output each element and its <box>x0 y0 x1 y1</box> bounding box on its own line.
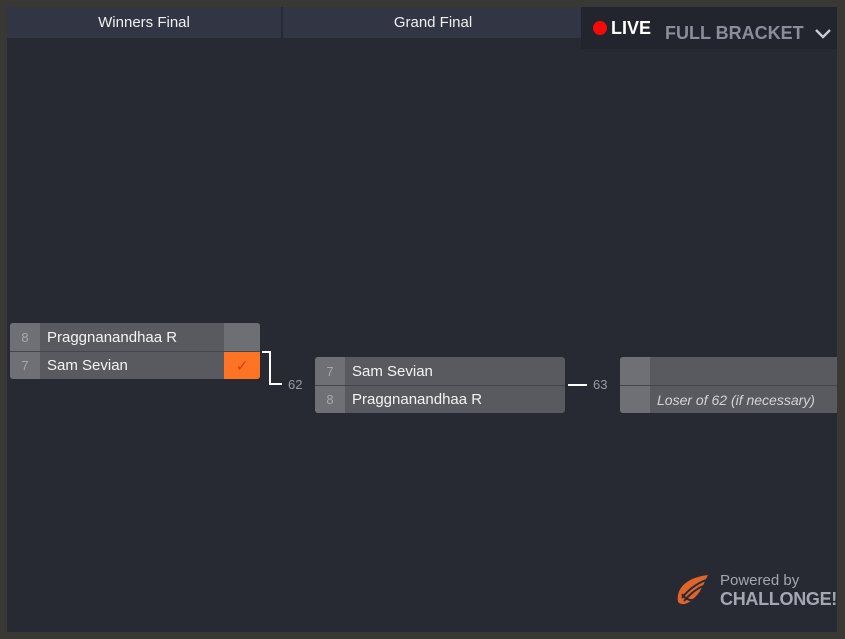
player-name-placeholder: Loser of 62 (if necessary) <box>657 391 815 408</box>
connector-line <box>568 384 587 386</box>
chevron-down-icon[interactable] <box>814 27 832 39</box>
player-name: Praggnanandhaa R <box>352 391 483 408</box>
match-player-row[interactable]: Loser of 62 (if necessary) <box>620 385 837 413</box>
connector-line <box>269 351 271 385</box>
match-player-row[interactable]: 7 Sam Sevian ✓ <box>10 351 260 379</box>
player-seed: 7 <box>10 352 40 379</box>
player-name: Sam Sevian <box>47 357 128 374</box>
round-header-winners-final: Winners Final <box>7 7 281 38</box>
match-player-row[interactable]: 8 Praggnanandhaa R <box>315 385 565 413</box>
match-63[interactable]: 7 Sam Sevian 8 Praggnanandhaa R <box>315 357 565 413</box>
bracket-container: Winners Final Grand Final LIVE FULL BRAC… <box>7 7 837 632</box>
player-seed <box>620 386 650 413</box>
round-header-grand-final: Grand Final <box>283 7 583 38</box>
player-seed: 7 <box>315 357 345 385</box>
match-62[interactable]: 8 Praggnanandhaa R 7 Sam Sevian ✓ <box>10 323 260 379</box>
full-bracket-button[interactable]: FULL BRACKET <box>665 22 804 43</box>
match-if-necessary[interactable]: Loser of 62 (if necessary) <box>620 357 837 413</box>
live-label: LIVE <box>611 17 652 38</box>
player-seed: 8 <box>10 323 40 351</box>
match-player-row[interactable]: 7 Sam Sevian <box>315 357 565 385</box>
powered-by-label: Powered by <box>720 572 800 590</box>
winner-check-icon: ✓ <box>224 352 260 379</box>
player-score <box>224 323 260 351</box>
live-indicator-icon <box>593 21 607 35</box>
challonge-logo[interactable]: Powered by CHALLONGE! <box>674 572 837 610</box>
match-player-row[interactable]: 8 Praggnanandhaa R <box>10 323 260 351</box>
player-name: Praggnanandhaa R <box>47 328 178 346</box>
brand-label: CHALLONGE! <box>720 589 837 610</box>
player-seed: 8 <box>315 386 345 413</box>
bracket-selector[interactable]: LIVE FULL BRACKET <box>581 7 837 49</box>
match-number: 63 <box>593 377 608 392</box>
connector-line <box>262 351 271 353</box>
player-seed <box>620 357 650 385</box>
connector-line <box>269 383 282 385</box>
match-player-row[interactable] <box>620 357 837 385</box>
match-number: 62 <box>288 377 303 392</box>
player-name: Sam Sevian <box>352 362 433 380</box>
challonge-wing-icon <box>677 575 708 605</box>
